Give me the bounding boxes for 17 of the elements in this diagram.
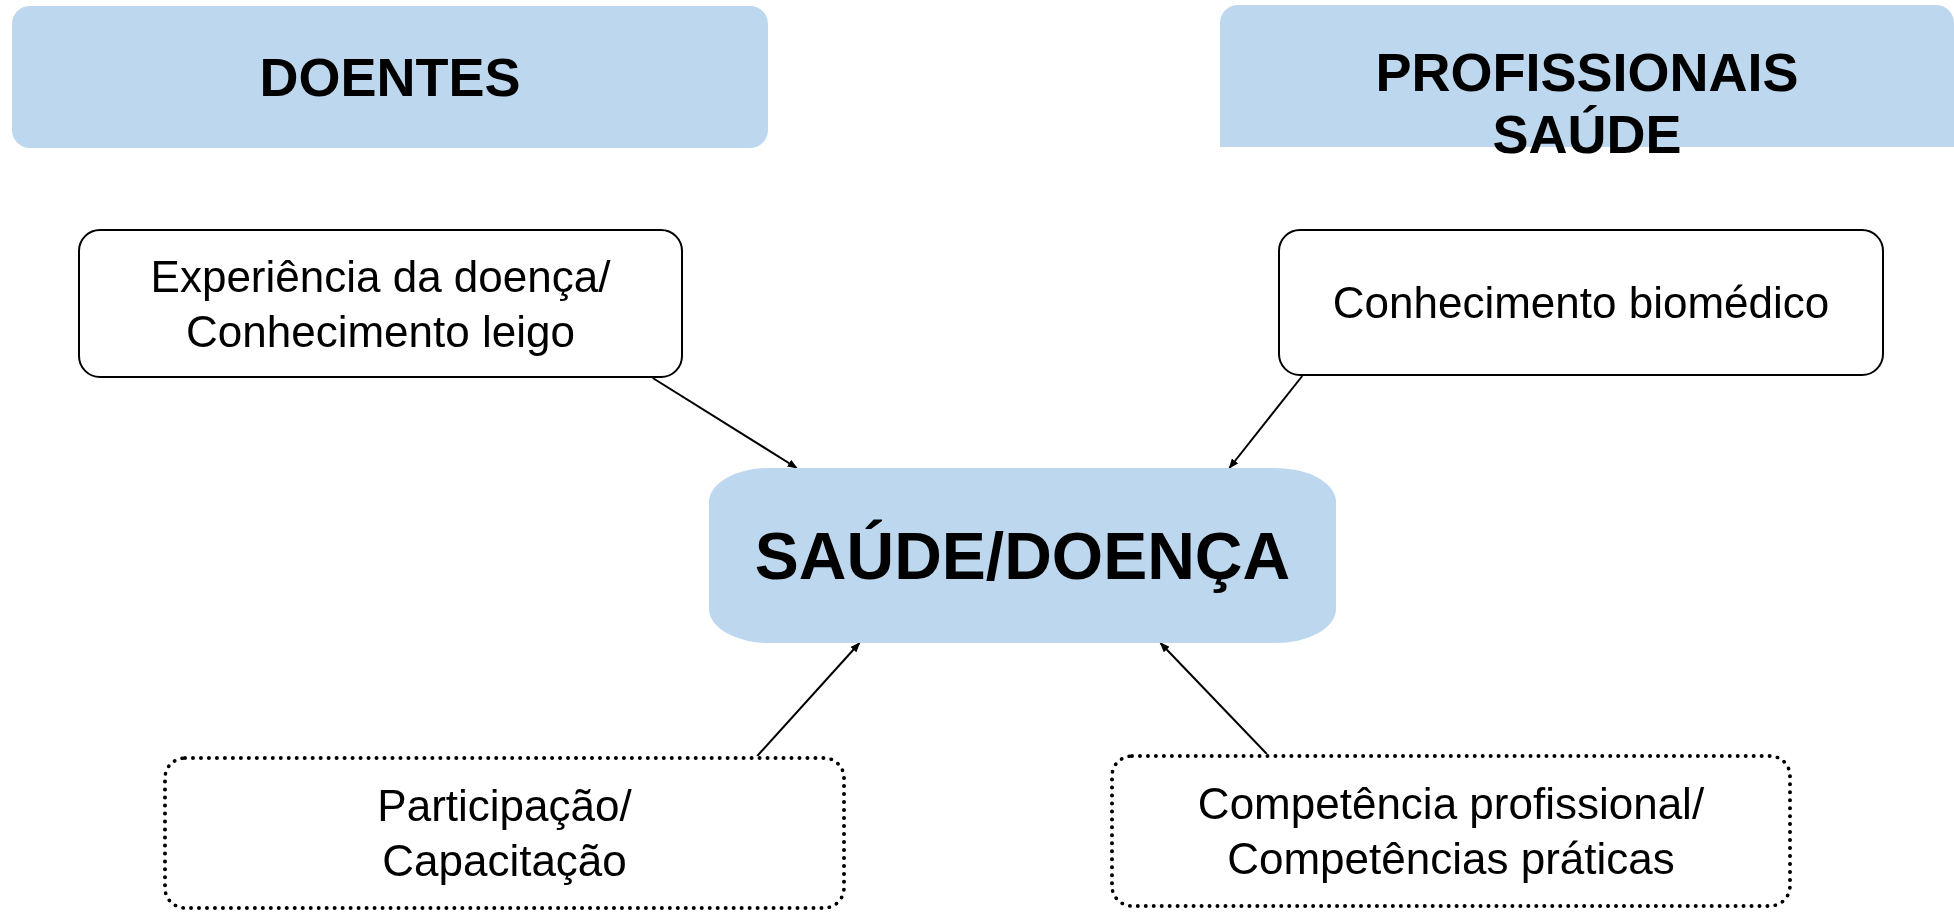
concept-box: [1110, 754, 1792, 908]
heading-text: DOENTES: [259, 45, 521, 109]
box-text: Experiência da doença/ Conhecimento leigo: [149, 250, 612, 358]
box-text: Competência profissional/ Competências práticas: [1196, 778, 1706, 885]
heading-text: PROFISSIONAIS SAÚDE: [1374, 41, 1800, 166]
arrow: [651, 377, 798, 469]
box-text: Conhecimento biomédico: [1332, 277, 1830, 329]
box-text: Participação/ Capacitação: [376, 780, 633, 887]
heading-text: SAÚDE/DOENÇA: [754, 517, 1291, 594]
central-concept-box: [709, 468, 1336, 643]
arrow: [756, 642, 861, 757]
concept-box: [78, 229, 683, 378]
arrow: [1159, 642, 1268, 755]
arrow: [1228, 375, 1304, 469]
category-header: [12, 6, 768, 148]
concept-box: [1278, 229, 1884, 376]
concept-box: [163, 756, 846, 910]
